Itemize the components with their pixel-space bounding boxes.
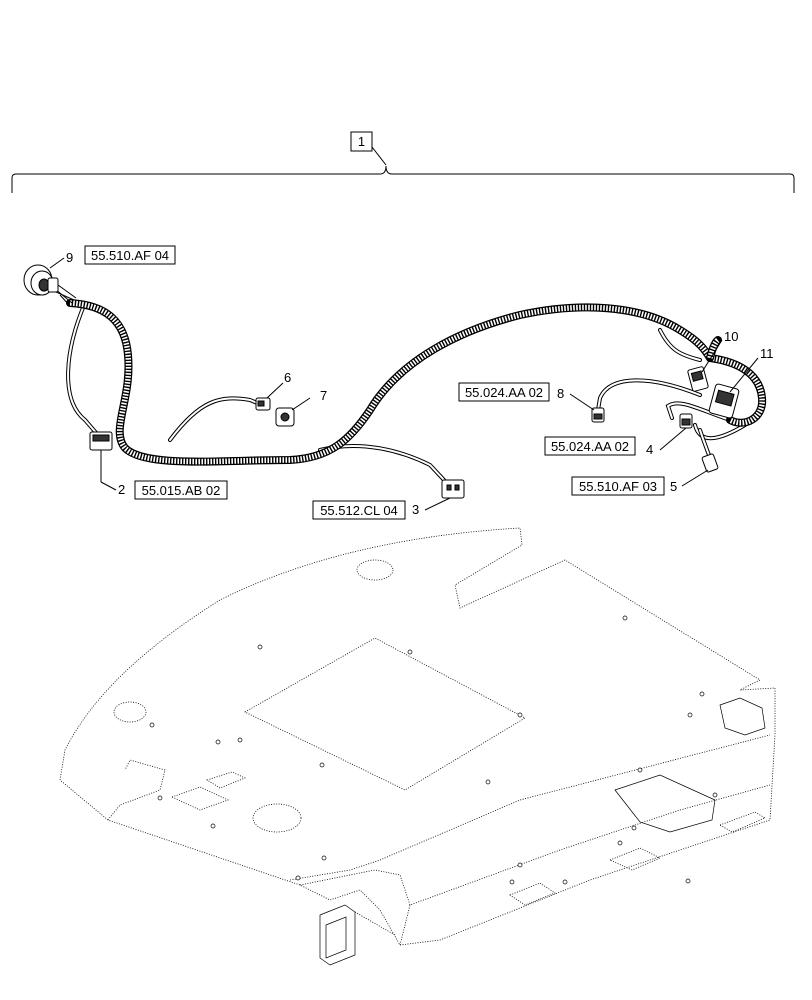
main-harness <box>66 299 767 466</box>
callout-6: 6 <box>266 370 291 399</box>
connector-7 <box>275 407 295 427</box>
connector-9 <box>23 264 59 296</box>
callout-2: 2 55.015.AB 02 <box>100 450 228 500</box>
callout-3-number: 3 <box>412 502 419 517</box>
connector-10 <box>687 366 709 392</box>
callout-5: 5 55.510.AF 03 <box>571 469 709 496</box>
callout-10-number: 10 <box>724 329 738 344</box>
connector-2 <box>89 431 113 451</box>
callout-2-ref: 55.015.AB 02 <box>142 483 221 498</box>
callout-4: 4 55.024.AA 02 <box>544 427 687 457</box>
callout-8-ref: 55.024.AA 02 <box>465 385 543 400</box>
connector-8 <box>591 407 605 423</box>
callout-11: 11 <box>729 346 774 393</box>
callout-8: 8 55.024.AA 02 <box>458 382 595 411</box>
callout-3: 3 55.512.CL 04 <box>312 497 451 520</box>
callout-6-number: 6 <box>284 370 291 385</box>
harness-branch-wires <box>66 301 747 482</box>
connector-6 <box>255 397 271 411</box>
connector-4 <box>679 413 693 429</box>
item-1-box <box>350 131 373 152</box>
callout-4-ref: 55.024.AA 02 <box>551 439 629 454</box>
callout-9-number: 9 <box>66 250 73 265</box>
callout-8-number: 8 <box>557 386 564 401</box>
callout-9-ref: 55.510.AF 04 <box>91 248 169 263</box>
connector-11 <box>708 383 740 419</box>
callout-11-number: 11 <box>760 346 774 361</box>
connector-3 <box>441 479 465 499</box>
callout-7: 7 <box>291 388 327 411</box>
connector-5 <box>701 453 719 473</box>
wiring-harness <box>53 284 767 482</box>
callout-10: 10 <box>701 329 738 373</box>
callout-3-ref: 55.512.CL 04 <box>320 503 398 518</box>
assembly-bracket: 1 <box>11 131 795 193</box>
callout-2-number: 2 <box>118 482 125 497</box>
callout-7-number: 7 <box>320 388 327 403</box>
callout-5-number: 5 <box>670 479 677 494</box>
callout-4-number: 4 <box>646 442 653 457</box>
item-1-label: 1 <box>358 134 365 149</box>
callout-5-ref: 55.510.AF 03 <box>579 479 657 494</box>
floor-plate <box>59 527 776 966</box>
callout-9: 9 55.510.AF 04 <box>49 245 176 269</box>
